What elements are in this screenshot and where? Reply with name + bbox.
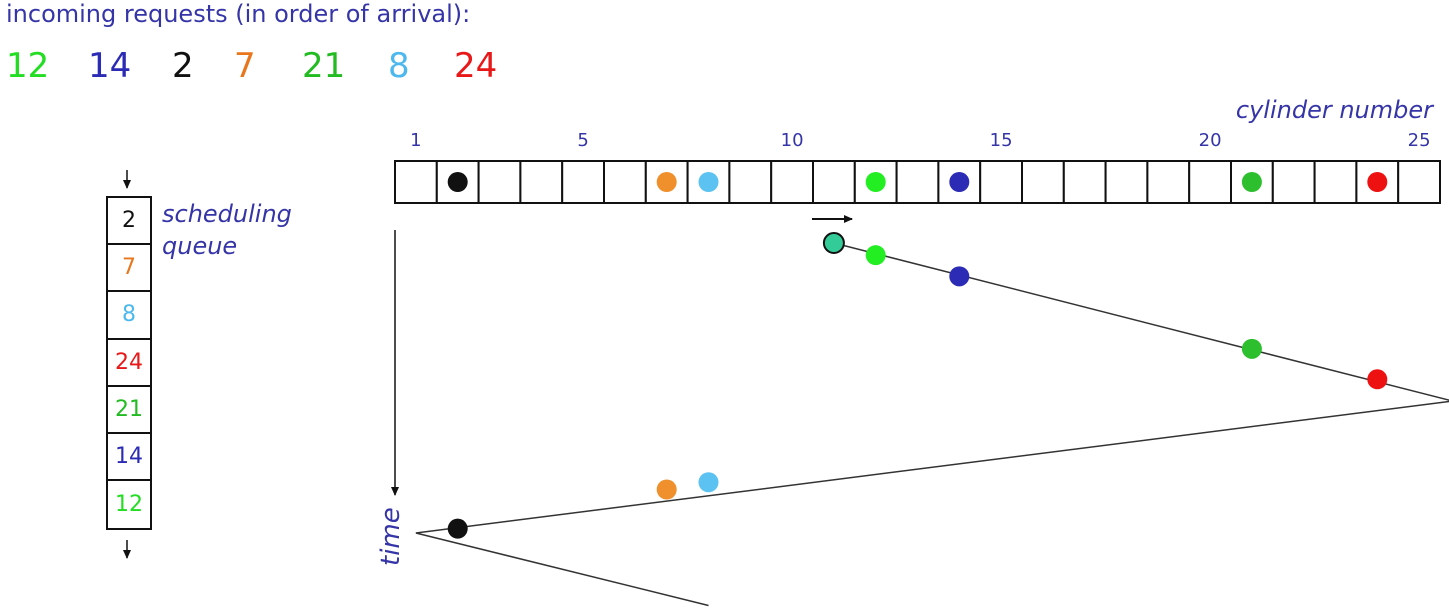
queue-item: 14 — [108, 434, 150, 482]
cylinder-cell — [1397, 160, 1441, 204]
serviced-request-dot — [1241, 338, 1262, 359]
service-points — [447, 245, 1388, 539]
cylinder-cell — [1104, 160, 1149, 204]
cylinder-requests — [447, 172, 1388, 192]
serviced-request-dot — [656, 479, 677, 500]
head-path — [415, 232, 1449, 607]
serviced-request-dot — [949, 266, 970, 287]
request-item: 24 — [454, 46, 498, 86]
cylinder-cell — [603, 160, 647, 204]
cylinder-cell — [728, 160, 773, 204]
cylinder-tick-label: 15 — [989, 130, 1013, 151]
cylinder-axis-label: cylinder number — [1235, 96, 1433, 124]
requests-heading: incoming requests (in order of arrival): — [6, 0, 471, 28]
request-item: 8 — [388, 46, 410, 86]
cylinder-strip — [394, 160, 1441, 204]
cylinder-cell — [644, 160, 689, 204]
cylinder-cell — [1021, 160, 1065, 204]
serviced-request-dot — [698, 472, 719, 493]
cylinder-request-dot — [1367, 172, 1388, 192]
cylinder-cell — [1146, 160, 1191, 204]
cylinder-cell — [979, 160, 1024, 204]
cylinder-request-dot — [447, 172, 468, 192]
cylinder-request-dot — [656, 172, 677, 192]
cylinder-cell — [1313, 160, 1358, 204]
cylinder-request-dot — [865, 172, 886, 192]
cylinder-cell — [394, 160, 438, 204]
cylinder-cell — [895, 160, 940, 204]
queue-label-line1: scheduling — [162, 200, 292, 228]
cylinder-cell — [1188, 160, 1232, 204]
serviced-request-dot — [865, 245, 886, 266]
cylinder-request-dot — [698, 172, 719, 192]
cylinder-tick-label: 25 — [1407, 130, 1431, 151]
request-item: 2 — [172, 46, 194, 86]
cylinder-tick-label: 20 — [1198, 130, 1222, 151]
request-item: 7 — [234, 46, 256, 86]
request-item: 12 — [6, 46, 50, 86]
cylinder-request-dot — [949, 172, 970, 192]
cylinder-tick-label: 1 — [410, 130, 422, 151]
request-item: 14 — [88, 46, 132, 86]
serviced-request-dot — [447, 518, 468, 539]
head-movement-line — [415, 242, 1449, 607]
cylinder-cell — [1062, 160, 1107, 204]
serviced-request-dot — [1367, 369, 1388, 390]
cylinder-cell — [519, 160, 564, 204]
cylinder-cell — [1271, 160, 1316, 204]
queue-item: 24 — [108, 340, 150, 387]
queue-item: 21 — [108, 387, 150, 434]
queue-item: 8 — [108, 292, 150, 340]
queue-item: 7 — [108, 245, 150, 293]
cylinder-tick-label: 10 — [780, 130, 804, 151]
cylinder-cell — [561, 160, 606, 204]
cylinder-tick-label: 5 — [577, 130, 589, 151]
cylinder-request-dot — [1241, 172, 1262, 192]
queue-item: 12 — [115, 492, 143, 518]
queue-item: 2 — [108, 198, 150, 246]
cylinder-cell — [812, 160, 856, 204]
queue-label-line2: queue — [162, 232, 238, 260]
request-item: 21 — [302, 46, 346, 86]
cylinder-cell — [477, 160, 522, 204]
head-start-dot — [822, 232, 845, 254]
cylinder-cell — [770, 160, 815, 204]
